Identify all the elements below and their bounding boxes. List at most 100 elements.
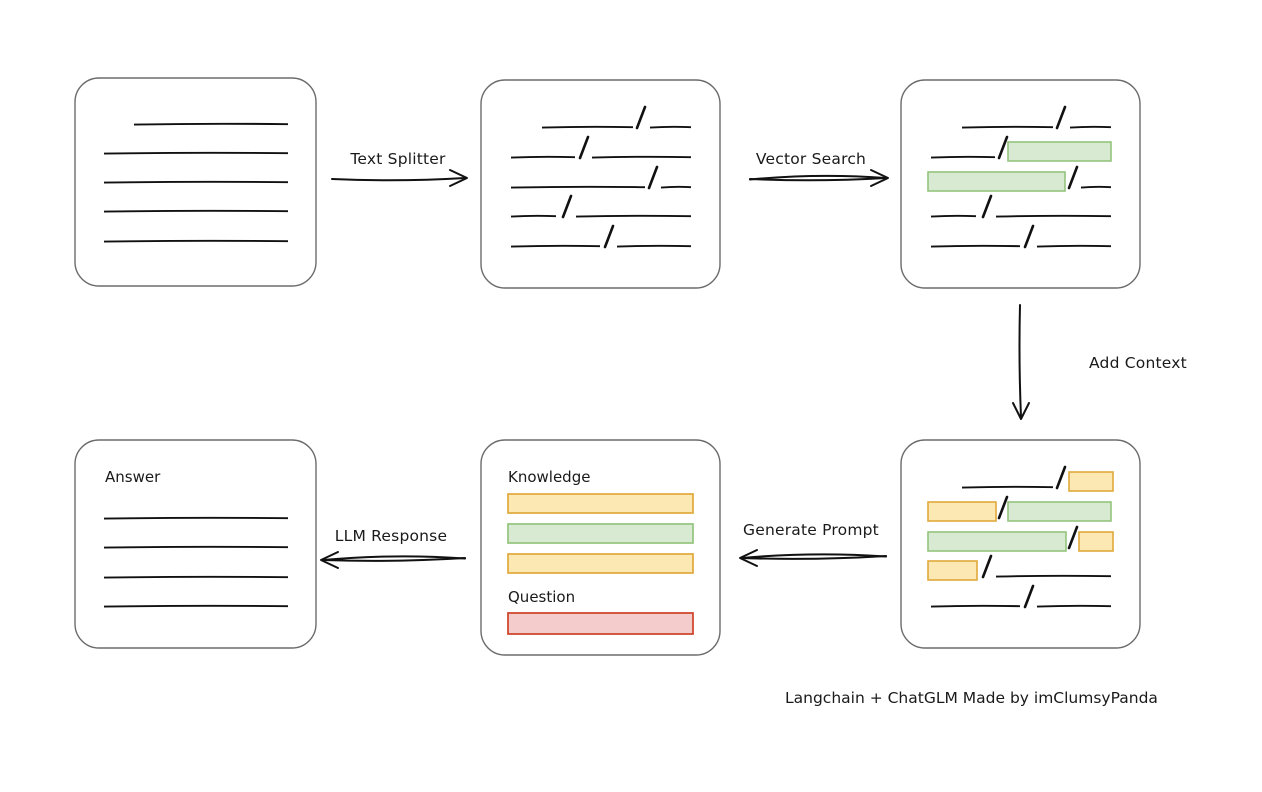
split-chunks-card-row-3-left-line bbox=[510, 185, 646, 189]
vector-matched-chunks-card-row-5-left-line bbox=[930, 244, 1021, 248]
split-chunks-card-row-3-slash bbox=[647, 165, 659, 190]
vector-matched-chunks-card-row-1-slash bbox=[1055, 105, 1067, 130]
vector-matched-chunks-card-row-1-left-line bbox=[961, 125, 1054, 129]
answer-card-line-1 bbox=[103, 516, 289, 520]
footer-layer: Langchain + ChatGLM Made by imClumsyPand… bbox=[785, 689, 1158, 707]
answer-card-line-4 bbox=[103, 604, 289, 608]
context-chunks-card-row-3-right-highlight[interactable] bbox=[1078, 531, 1114, 552]
answer-card-heading: Answer bbox=[105, 468, 161, 486]
context-chunks-card-row-2 bbox=[927, 495, 1112, 522]
vector-matched-chunks-card[interactable] bbox=[900, 79, 1141, 289]
split-chunks-card-row-1-right-line bbox=[649, 125, 692, 129]
source-document-card-line-5 bbox=[103, 239, 289, 243]
edge-vector-search-label: Vector Search bbox=[756, 150, 866, 168]
edge-llm-response-label: LLM Response bbox=[335, 527, 447, 545]
edge-vector-search-arrowhead bbox=[870, 169, 889, 187]
edge-vector-search[interactable]: Vector Search bbox=[749, 150, 889, 187]
answer-card-line-2 bbox=[103, 545, 289, 549]
vector-matched-chunks-card-row-2 bbox=[930, 135, 1112, 162]
edge-vector-search-shaft-2 bbox=[749, 174, 887, 181]
vector-matched-chunks-card-row-5 bbox=[930, 224, 1112, 249]
split-chunks-card-row-1 bbox=[541, 105, 692, 130]
vector-matched-chunks-card-row-5-right-line bbox=[1036, 244, 1112, 248]
prompt-card-heading-1: Knowledge bbox=[508, 468, 590, 486]
vector-matched-chunks-card-row-3-slash bbox=[1067, 165, 1079, 190]
edge-add-context-shaft bbox=[1018, 304, 1022, 418]
question-bar-1[interactable] bbox=[507, 612, 694, 635]
vector-matched-chunks-card-row-3-left-highlight[interactable] bbox=[927, 171, 1066, 192]
context-chunks-card-row-4-right-line bbox=[995, 574, 1112, 578]
vector-matched-chunks-card-row-3 bbox=[927, 165, 1112, 192]
edge-llm-response-shaft bbox=[322, 557, 466, 562]
context-chunks-card-row-5-left-line bbox=[930, 604, 1021, 608]
context-chunks-card-row-5-right-line bbox=[1036, 604, 1112, 608]
split-chunks-card-row-4-right-line bbox=[575, 214, 692, 218]
split-chunks-card-row-1-left-line bbox=[541, 125, 634, 129]
source-document-card-line-2 bbox=[103, 151, 289, 155]
knowledge-bar-3[interactable] bbox=[507, 553, 694, 574]
edge-text-splitter-label: Text Splitter bbox=[349, 150, 446, 168]
context-chunks-card-row-4 bbox=[927, 554, 1112, 581]
vector-matched-chunks-card-row-4-left-line bbox=[930, 214, 977, 218]
split-chunks-card-row-2 bbox=[510, 135, 692, 160]
vector-matched-chunks-card-row-4 bbox=[930, 194, 1112, 219]
edge-generate-prompt-arrowhead bbox=[739, 549, 758, 567]
context-chunks-card-row-4-left-highlight[interactable] bbox=[927, 560, 978, 581]
answer-card-frame bbox=[74, 439, 317, 649]
split-chunks-card-frame bbox=[480, 79, 721, 289]
split-chunks-card-row-5-slash bbox=[603, 224, 615, 249]
context-chunks-card-row-2-right-highlight[interactable] bbox=[1007, 501, 1112, 522]
context-chunks-card-row-4-slash bbox=[981, 554, 993, 579]
edge-add-context-label: Add Context bbox=[1089, 354, 1187, 372]
knowledge-bar-1[interactable] bbox=[507, 493, 694, 514]
split-chunks-card-row-2-left-line bbox=[510, 155, 576, 159]
edge-llm-response-shaft-2 bbox=[322, 555, 466, 561]
footer-credit: Langchain + ChatGLM Made by imClumsyPand… bbox=[785, 689, 1158, 707]
context-chunks-card-row-2-left-highlight[interactable] bbox=[927, 501, 997, 522]
edge-text-splitter[interactable]: Text Splitter bbox=[331, 150, 468, 187]
split-chunks-card-row-1-slash bbox=[635, 105, 647, 130]
vector-matched-chunks-card-row-2-slash bbox=[997, 135, 1009, 160]
vector-matched-chunks-card-row-2-left-line bbox=[930, 155, 996, 159]
answer-card[interactable]: Answer bbox=[74, 439, 317, 649]
vector-matched-chunks-card-row-2-right-highlight[interactable] bbox=[1007, 141, 1112, 162]
knowledge-bar-2[interactable] bbox=[507, 523, 694, 544]
context-chunks-card-row-3-left-highlight[interactable] bbox=[927, 531, 1067, 552]
prompt-card-heading-2: Question bbox=[508, 588, 575, 606]
split-chunks-card[interactable] bbox=[480, 79, 721, 289]
source-document-card-line-3 bbox=[103, 180, 289, 184]
split-chunks-card-row-5-left-line bbox=[510, 244, 601, 248]
context-chunks-card-row-3-slash bbox=[1067, 525, 1079, 550]
source-document-card-line-4 bbox=[103, 209, 289, 213]
source-document-card[interactable] bbox=[74, 77, 317, 287]
split-chunks-card-row-2-slash bbox=[578, 135, 590, 160]
context-chunks-card[interactable] bbox=[900, 439, 1141, 649]
split-chunks-card-row-2-right-line bbox=[591, 155, 692, 159]
context-chunks-card-row-5-slash bbox=[1023, 584, 1035, 609]
edge-llm-response-arrowhead bbox=[320, 551, 339, 569]
vector-matched-chunks-card-row-4-slash bbox=[981, 194, 993, 219]
context-chunks-card-row-3 bbox=[927, 525, 1114, 552]
answer-card-line-3 bbox=[103, 575, 289, 579]
split-chunks-card-row-3-right-line bbox=[660, 185, 692, 189]
edge-add-context[interactable]: Add Context bbox=[1012, 304, 1187, 420]
edge-vector-search-shaft bbox=[749, 177, 887, 182]
edge-generate-prompt-shaft-2 bbox=[741, 553, 887, 559]
split-chunks-card-row-4-left-line bbox=[510, 214, 557, 218]
split-chunks-card-row-5 bbox=[510, 224, 692, 249]
context-chunks-card-row-1-slash bbox=[1055, 465, 1067, 490]
context-chunks-card-row-1-right-highlight[interactable] bbox=[1068, 471, 1114, 492]
edge-add-context-arrowhead bbox=[1012, 402, 1030, 420]
context-chunks-card-row-1 bbox=[961, 465, 1114, 492]
edge-llm-response[interactable]: LLM Response bbox=[320, 527, 466, 569]
split-chunks-card-row-4 bbox=[510, 194, 692, 219]
edge-generate-prompt-shaft bbox=[741, 555, 887, 560]
split-chunks-card-row-4-slash bbox=[561, 194, 573, 219]
edge-generate-prompt-label: Generate Prompt bbox=[743, 521, 879, 539]
edge-generate-prompt[interactable]: Generate Prompt bbox=[739, 521, 887, 567]
context-chunks-card-row-1-left-line bbox=[961, 485, 1054, 489]
